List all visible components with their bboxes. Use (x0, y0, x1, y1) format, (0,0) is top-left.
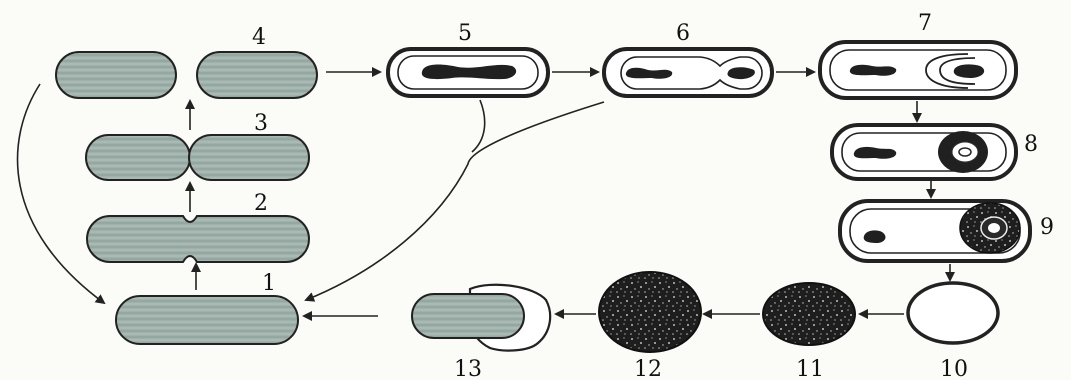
stage-7-label: 7 (918, 11, 932, 36)
stage-11-spore (763, 283, 855, 345)
stage-12-spore (599, 272, 701, 352)
stage-3-cell-right (189, 135, 309, 180)
stage-5-cell (388, 49, 548, 96)
stage-3-label: 3 (254, 111, 268, 136)
stage-8-label: 8 (1024, 132, 1038, 157)
stage-1-cell (116, 296, 298, 344)
stage-5-label: 5 (458, 21, 472, 46)
cycle-arrows (18, 72, 950, 316)
stage-6-label: 6 (676, 21, 690, 46)
stage-13-label: 13 (454, 357, 482, 380)
stage-13-germinating (412, 285, 550, 351)
arrow-5-back-line (472, 100, 485, 152)
stage-6-cell (604, 49, 772, 96)
stage-11-label: 11 (796, 357, 824, 380)
stage-10-spore (908, 283, 998, 343)
stage-1-label: 1 (262, 271, 276, 296)
stage-4-label: 4 (252, 25, 266, 50)
stage-9-cell (840, 201, 1030, 261)
stage-3-cell-left (86, 135, 190, 180)
stage-9-label: 9 (1040, 215, 1054, 240)
stage-2-label: 2 (254, 191, 268, 216)
stage-2-cell (87, 216, 309, 262)
arrow-6-to-1 (306, 102, 604, 300)
stage-8-cell (832, 125, 1016, 179)
stage-4-cell-right (197, 52, 317, 98)
stage-12-label: 12 (634, 357, 662, 380)
stage-4-cell-left (56, 52, 176, 98)
stage-7-cell (820, 42, 1016, 98)
arrow-4-to-1 (18, 84, 104, 303)
stage-10-label: 10 (940, 357, 968, 380)
